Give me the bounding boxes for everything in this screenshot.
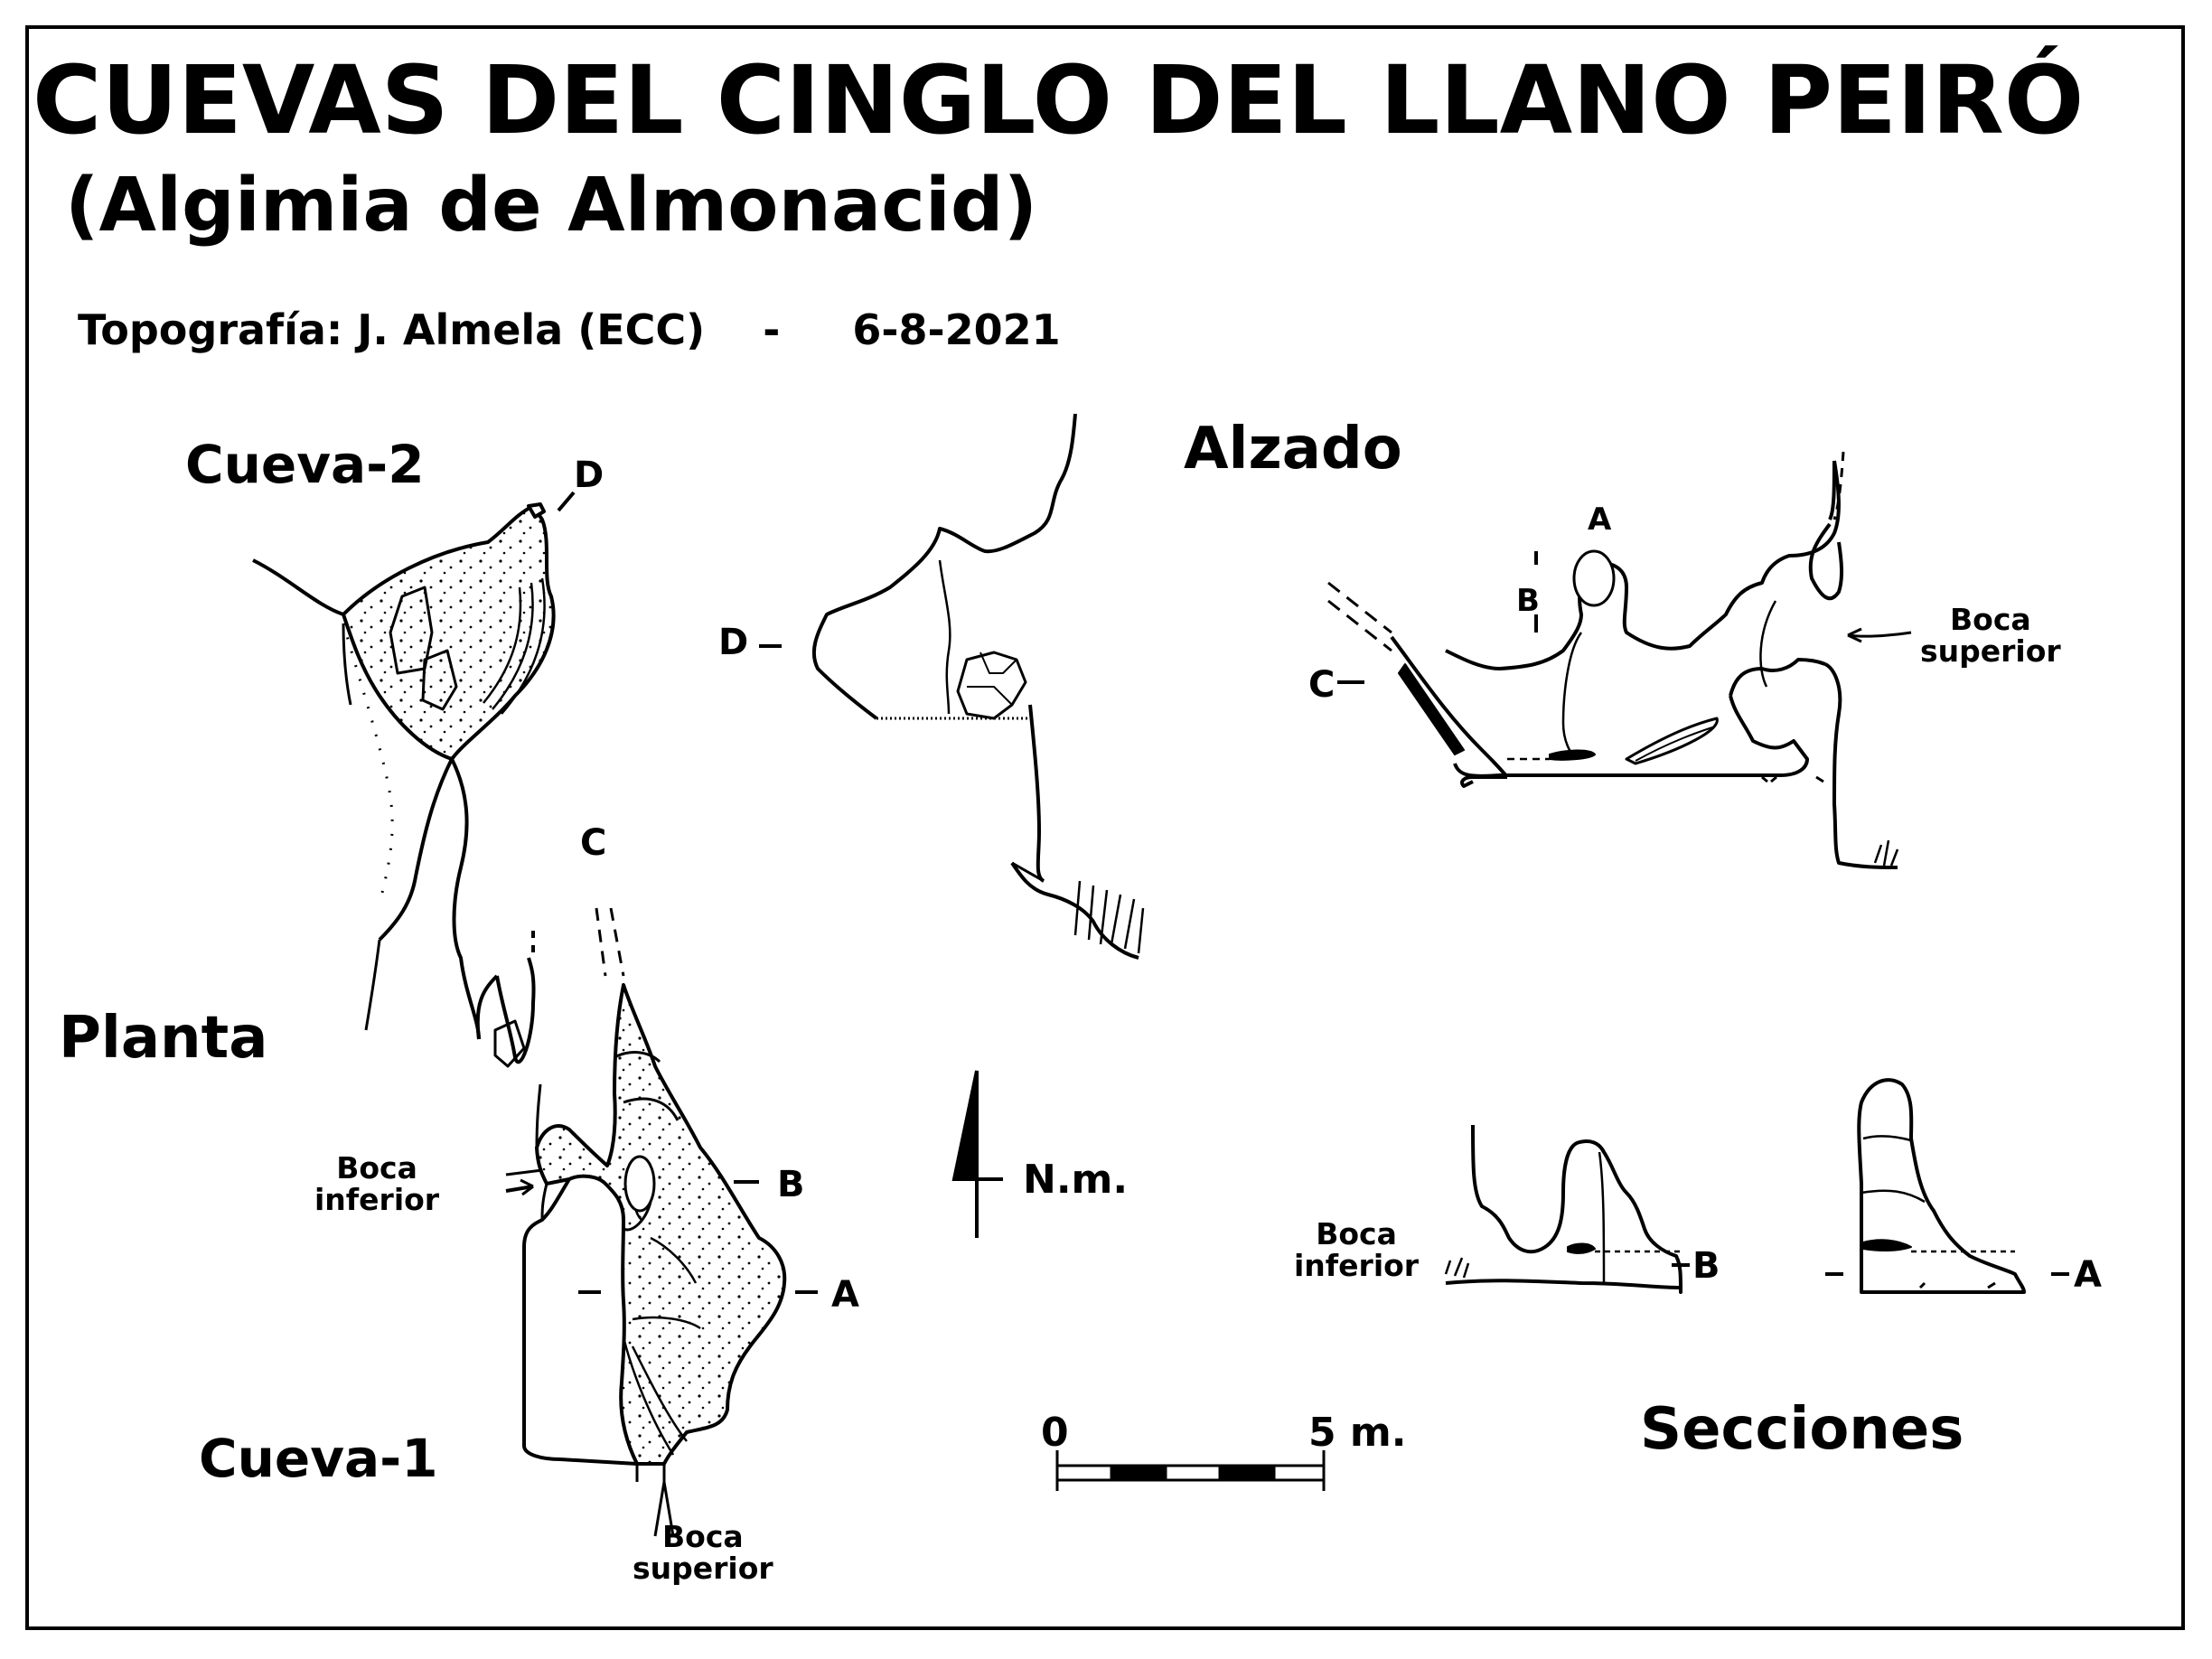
label-cueva-2: Cueva-2 [185, 434, 425, 495]
section-B [1444, 1124, 1682, 1294]
section-A [1857, 1078, 2026, 1294]
mark-C-plan: C [580, 822, 607, 864]
mark-A-section: A [2074, 1254, 2102, 1296]
plan-cueva-2 [252, 502, 556, 1068]
north-label: N.m. [1023, 1157, 1129, 1203]
label-alzado: Alzado [1184, 416, 1402, 483]
page-subtitle: (Algimia de Almonacid) [65, 163, 1038, 248]
mark-D-plan: D [574, 455, 605, 496]
label-secciones: Secciones [1640, 1396, 1964, 1463]
scale-bar [1055, 1450, 1326, 1491]
section-lines [505, 491, 2069, 1294]
mark-A-elevation: A [1588, 501, 1612, 538]
label-planta: Planta [59, 1005, 268, 1072]
plan-cueva-1 [505, 907, 787, 1537]
cueva-2-floor [342, 504, 556, 761]
elevation-right [1327, 451, 1899, 869]
page-title: CUEVAS DEL CINGLO DEL LLANO PEIRÓ [33, 45, 2085, 155]
scale-end-label: 5 m. [1308, 1410, 1407, 1456]
label-cueva-1: Cueva-1 [199, 1428, 438, 1489]
mark-D-elevation: D [718, 622, 749, 663]
credit-line: Topografía: J. Almela (ECC) - 6-8-2021 [78, 305, 1061, 354]
cueva-1-floor [535, 983, 787, 1466]
north-arrow [951, 1070, 1003, 1238]
map-frame [25, 25, 2185, 1630]
mark-B-elevation: B [1516, 583, 1540, 619]
scale-start-label: 0 [1041, 1410, 1069, 1456]
mark-B-section: B [1692, 1245, 1720, 1287]
elevation-left [811, 413, 1145, 960]
mark-A-plan: A [831, 1274, 859, 1316]
mark-B-plan: B [777, 1164, 805, 1205]
mark-C-elevation: C [1308, 664, 1336, 706]
